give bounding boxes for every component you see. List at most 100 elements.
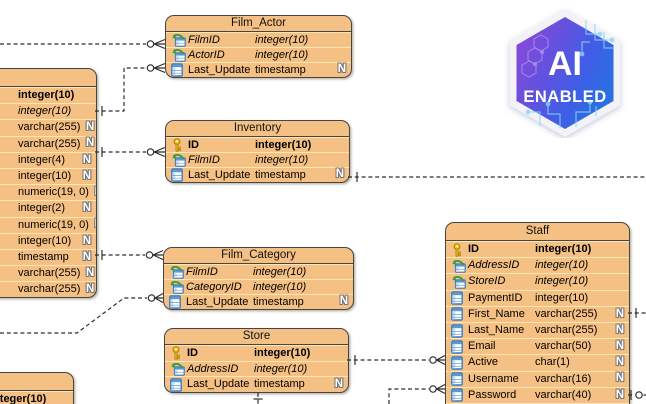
column-type: varchar(50) [535, 340, 592, 353]
nullable-badge: N [82, 234, 91, 247]
table-row[interactable]: integer(10)N [0, 167, 96, 184]
table-row[interactable]: integer(10) [0, 103, 96, 119]
column-icon [170, 378, 187, 392]
foreign-key-icon [171, 153, 188, 167]
foreign-key-icon [451, 275, 468, 289]
nullable-badge: N [86, 121, 95, 134]
table-left-partial[interactable]: integer(10) integer(10) varchar(255) N va… [0, 68, 97, 299]
column-type: integer(10) [255, 33, 309, 46]
column-name: Last_Name [468, 324, 525, 337]
nullable-badge: N [82, 202, 91, 215]
table-title[interactable] [0, 373, 73, 391]
column-name: FilmID [188, 153, 220, 166]
table-title[interactable]: Inventory [166, 121, 349, 137]
column-type: varchar(255) [18, 137, 81, 150]
column-type: integer(10) [255, 153, 309, 166]
column-name: StoreID [468, 275, 506, 288]
column-name: FilmID [188, 33, 220, 46]
column-type: char(1) [535, 356, 570, 369]
column-type: integer(10) [254, 346, 311, 359]
table-row[interactable]: varchar(255) N [0, 135, 96, 152]
column-type: integer(10) [535, 275, 589, 288]
column-name: ActorID [188, 48, 225, 61]
primary-key-icon [171, 138, 188, 152]
table-row[interactable]: FilmID integer(10) [166, 152, 349, 167]
nullable-badge: N [335, 168, 344, 181]
column-type: varchar(255) [18, 283, 81, 296]
table-row[interactable]: StoreID integer(10) [446, 273, 629, 289]
table-row[interactable]: varchar(255)N [0, 265, 96, 281]
nullable-badge: N [615, 388, 624, 401]
table-row[interactable]: numeric(19, 0)N [0, 216, 96, 233]
table-title[interactable]: Staff [446, 223, 629, 241]
foreign-key-icon [451, 259, 468, 273]
column-type: varchar(16) [535, 372, 592, 385]
table-row[interactable]: integer(10)N [0, 232, 96, 249]
column-name: Email [468, 340, 496, 353]
nullable-badge: N [615, 307, 624, 320]
column-type: integer(10) [535, 259, 589, 272]
table-row[interactable]: N [446, 402, 629, 404]
table-row[interactable]: FilmID integer(10) [166, 32, 351, 47]
table-row[interactable]: integer(10) [0, 87, 96, 103]
foreign-key-icon [169, 265, 186, 279]
foreign-key-icon [169, 280, 186, 294]
column-type: integer(10) [18, 105, 72, 118]
table-row[interactable]: integer(4)N [0, 151, 96, 168]
table-bottom-left-partial[interactable]: integer(10) [0, 372, 74, 404]
column-type: integer(10) [535, 243, 592, 256]
column-icon [171, 63, 188, 77]
column-type: integer(10) [253, 280, 307, 293]
column-name: Last_Update [188, 168, 251, 181]
column-type: integer(10) [254, 362, 308, 375]
table-title[interactable]: Film_Actor [166, 16, 351, 32]
column-icon [451, 324, 468, 338]
table-row[interactable]: AddressID integer(10) [165, 360, 348, 377]
table-row[interactable]: integer(2)N [0, 200, 96, 216]
nullable-badge: N [89, 219, 96, 231]
column-icon [451, 356, 468, 370]
column-type: varchar(255) [18, 121, 81, 134]
table-row[interactable]: varchar(255) N [0, 119, 96, 135]
table-row[interactable]: integer(10) [0, 391, 73, 404]
table-title[interactable]: Store [165, 329, 348, 345]
table-row[interactable]: numeric(19, 0)N [0, 184, 96, 200]
table-title[interactable]: Film_Category [164, 248, 353, 264]
column-name: AddressID [187, 362, 239, 375]
molecule-pattern [521, 34, 549, 78]
column-name: Last_Update [186, 295, 249, 308]
table-title[interactable] [0, 69, 96, 87]
column-type: timestamp [255, 63, 306, 76]
column-name: Last_Update [187, 378, 250, 391]
nullable-badge: N [86, 137, 95, 150]
column-type: varchar(255) [18, 267, 81, 280]
column-type: integer(10) [0, 393, 47, 404]
table-row[interactable]: varchar(255)N [0, 281, 96, 297]
column-type: varchar(255) [535, 307, 598, 320]
